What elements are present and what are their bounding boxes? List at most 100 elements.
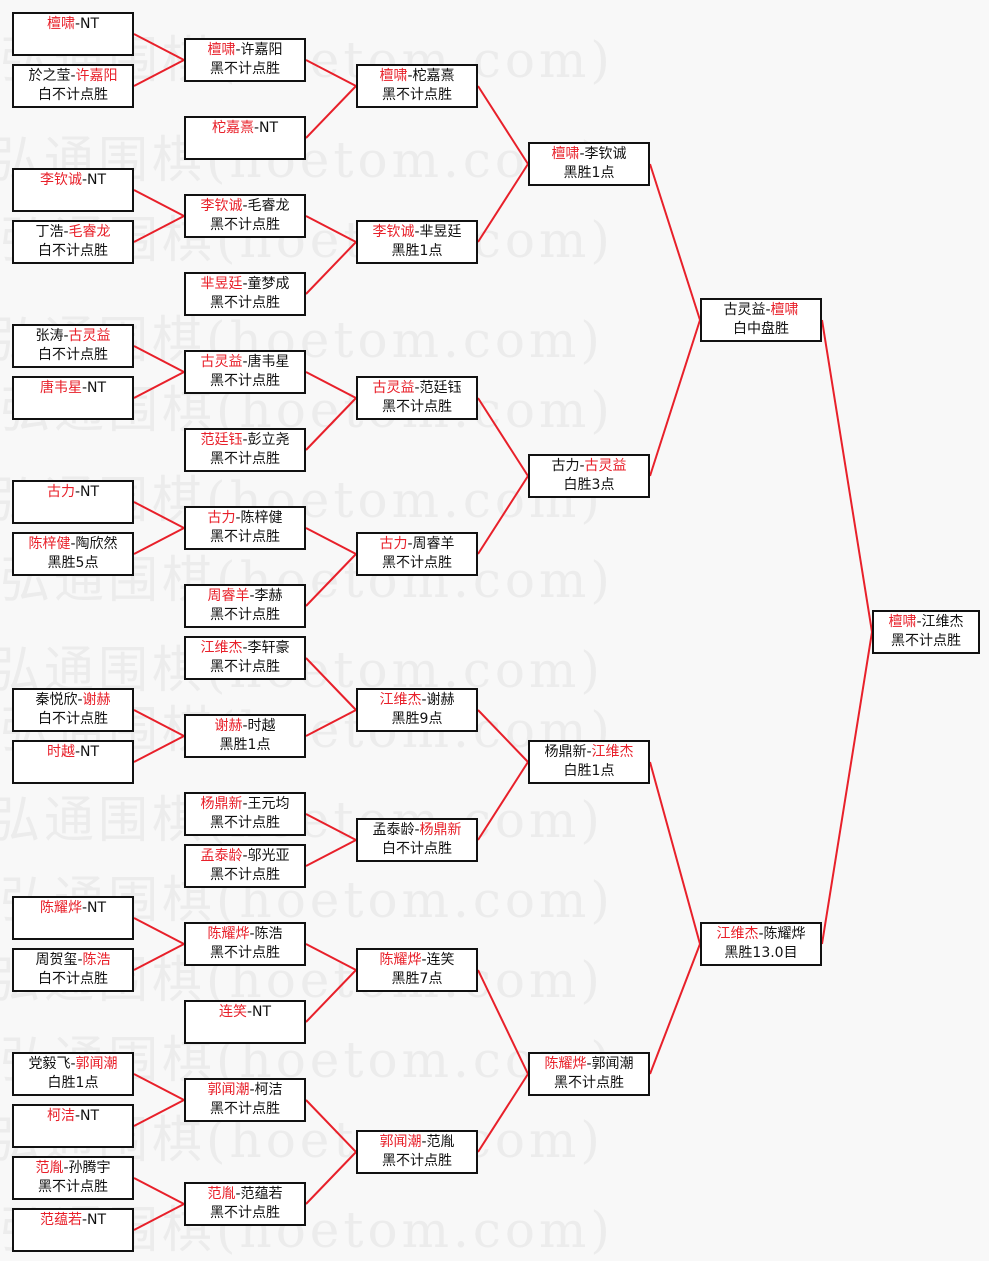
player-right: 檀啸 (770, 302, 799, 318)
bracket-connector (821, 319, 873, 633)
bracket-connector (305, 553, 357, 607)
separator: - (249, 926, 255, 942)
player-left: 范胤 (35, 1160, 64, 1176)
match-result: 黑不计点胜 (210, 607, 280, 623)
player-left: 江维杰 (716, 926, 759, 942)
match-result: 黑不计点胜 (210, 61, 280, 77)
separator: - (246, 1004, 253, 1020)
player-right: 许嘉阳 (75, 68, 118, 84)
player-right: 王元均 (247, 796, 290, 812)
player-right: NT (259, 120, 279, 136)
player-left: 范胤 (207, 1186, 236, 1202)
match-result: 黑不计点胜 (210, 1101, 280, 1117)
match-box: 党毅飞-郭闻潮白胜1点 (12, 1052, 134, 1096)
player-right: 孙腾宇 (68, 1160, 111, 1176)
separator: - (414, 380, 420, 396)
bracket-connector (305, 527, 357, 555)
match-box: 范胤-范蕴若黑不计点胜 (184, 1182, 306, 1226)
bracket-connector (477, 397, 529, 477)
match-players: 陈耀烨-郭闻潮 (530, 1055, 648, 1074)
match-result: 白不计点胜 (38, 243, 108, 259)
player-right: 连笑 (426, 952, 455, 968)
match-result: 白不计点胜 (38, 87, 108, 103)
separator: - (579, 146, 585, 162)
match-box: 古灵益-檀啸白中盘胜 (700, 298, 822, 342)
separator: - (235, 1186, 241, 1202)
match-players: 秦悦欣-谢赫 (14, 691, 132, 710)
player-right: 李钦诚 (584, 146, 627, 162)
separator: - (242, 796, 248, 812)
separator: - (77, 952, 83, 968)
player-left: 古灵益 (200, 354, 243, 370)
match-players: 孟泰龄-杨鼎新 (358, 821, 476, 840)
bracket-connector (133, 189, 185, 217)
match-box: 郭闻潮-范胤黑不计点胜 (356, 1130, 478, 1174)
match-result: 黑不计点胜 (891, 633, 961, 649)
player-left: 时越 (46, 744, 75, 760)
player-right: NT (80, 484, 100, 500)
player-left: 陈耀烨 (379, 952, 422, 968)
match-result: 黑不计点胜 (382, 1153, 452, 1169)
match-box: 檀啸-江维杰黑不计点胜 (872, 610, 980, 654)
separator: - (242, 640, 248, 656)
match-box: 檀啸-NT (12, 12, 134, 56)
separator: - (70, 536, 76, 552)
bracket-connector (305, 813, 357, 841)
player-left: 檀啸 (888, 614, 917, 630)
separator: - (421, 952, 427, 968)
match-players: 李钦诚-毛睿龙 (186, 197, 304, 216)
bracket-connector (477, 85, 529, 165)
separator: - (81, 172, 88, 188)
player-left: 范蕴若 (39, 1212, 82, 1228)
bracket-connector (305, 85, 357, 139)
bracket-connector (821, 631, 873, 945)
match-players: 陈耀烨-连笑 (358, 951, 476, 970)
match-result: 黑不计点胜 (38, 1179, 108, 1195)
player-right: 彭立尧 (247, 432, 290, 448)
match-result: 白中盘胜 (733, 321, 789, 337)
match-players: 古力-古灵益 (530, 457, 648, 476)
player-right: 江维杰 (591, 744, 634, 760)
match-players: 周睿羊-李赫 (186, 587, 304, 606)
bracket-connector (305, 657, 357, 711)
player-left: 孟泰龄 (200, 848, 243, 864)
match-box: 古力-古灵益白胜3点 (528, 454, 650, 498)
match-players: 檀啸-李钦诚 (530, 145, 648, 164)
bracket-connector (133, 735, 185, 763)
separator: - (242, 718, 248, 734)
bracket-connector (305, 397, 357, 451)
player-left: 杨鼎新 (544, 744, 587, 760)
match-box: 江维杰-李轩豪黑不计点胜 (184, 636, 306, 680)
bracket-connector (133, 371, 185, 399)
match-box: 杨鼎新-王元均黑不计点胜 (184, 792, 306, 836)
player-right: 郭闻潮 (591, 1056, 634, 1072)
bracket-connector (133, 709, 185, 737)
match-box: 古力-NT (12, 480, 134, 524)
match-result: 黑胜7点 (391, 971, 443, 987)
match-result: 黑不计点胜 (210, 815, 280, 831)
separator: - (242, 276, 248, 292)
match-box: 於之莹-许嘉阳白不计点胜 (12, 64, 134, 108)
player-left: 陈耀烨 (39, 900, 82, 916)
separator: - (242, 198, 248, 214)
player-left: 陈梓健 (28, 536, 71, 552)
match-players: 於之莹-许嘉阳 (14, 67, 132, 86)
bracket-connector (133, 345, 185, 373)
match-result: 黑胜1点 (563, 165, 615, 181)
bracket-connector (133, 1073, 185, 1101)
match-players: 丁浩-毛睿龙 (14, 223, 132, 242)
bracket-connector (649, 163, 701, 321)
player-right: NT (87, 1212, 107, 1228)
match-players: 范胤-孙腾宇 (14, 1159, 132, 1178)
separator: - (81, 380, 88, 396)
match-box: 孟泰龄-邬光亚黑不计点胜 (184, 844, 306, 888)
match-result: 黑胜13.0目 (724, 945, 798, 961)
match-result: 黑胜1点 (391, 243, 443, 259)
match-players: 古力-陈梓健 (186, 509, 304, 528)
bracket-connector (305, 241, 357, 295)
player-right: 柯洁 (254, 1082, 283, 1098)
match-result: 黑不计点胜 (210, 451, 280, 467)
match-box: 范廷钰-彭立尧黑不计点胜 (184, 428, 306, 472)
match-box: 杨鼎新-江维杰白胜1点 (528, 740, 650, 784)
player-right: 柁嘉熹 (412, 68, 455, 84)
